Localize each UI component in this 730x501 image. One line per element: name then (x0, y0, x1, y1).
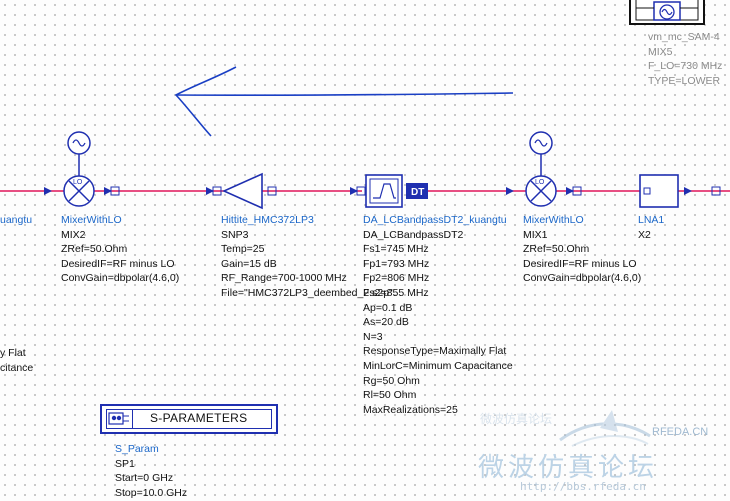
snp3-line-4: File="HMC372LP3_deembed_2.s2p" (221, 286, 393, 299)
da-filter-line-1: Fs1=745 MHz (363, 243, 429, 256)
watermark-logo-icon (559, 410, 651, 447)
mix1-line-3: ConvGain=dbpolar(4.6,0) (523, 272, 642, 285)
mix2-line-1: ZRef=50.Ohm (61, 243, 128, 256)
da-filter-line-3: Fp2=806 MHz (363, 272, 430, 285)
lna1-symbol[interactable] (639, 174, 721, 208)
mix1-labels[interactable]: MixerWithLO MIX1 ZRef=50.Ohm DesiredIF=R… (523, 213, 641, 286)
left-component-name: uangtu (0, 213, 32, 228)
watermark-faint-text: 微波仿真论坛 (480, 412, 553, 426)
mix5-symbol[interactable] (629, 0, 705, 25)
lna1-labels[interactable]: LNA1 X2 (638, 213, 664, 242)
left-name-fragment: uangtu (0, 214, 33, 226)
da-filter-name: DA_LCBandpassDT2_kuangtu (363, 214, 507, 226)
mix2-name: MixerWithLO (61, 214, 122, 226)
snp3-name: Hittite_HMC372LP3 (221, 214, 314, 226)
mix2-line-2: DesiredIF=RF minus LO (61, 257, 175, 270)
sparam-labels[interactable]: S_Param SP1 Start=0 GHz Stop=10.0 GHz (115, 442, 187, 500)
mix2-symbol[interactable]: LO (44, 131, 120, 207)
watermark-url: http://bbs.rfeda.cn (520, 480, 646, 493)
mix1-line-2: DesiredIF=RF minus LO (523, 257, 637, 270)
sparam-name: S_Param (115, 443, 159, 455)
s-parameters-block[interactable]: S-PARAMETERS (100, 404, 278, 434)
lna1-line-0: X2 (638, 228, 651, 241)
left-component-params: y Flat citance (0, 346, 33, 375)
da-filter-line-6: As=20 dB (363, 316, 409, 329)
left-param-0: y Flat (0, 347, 26, 359)
da-filter-line-0: DA_LCBandpassDT2 (363, 228, 464, 241)
left-param-1: citance (0, 361, 34, 374)
mix2-line-3: ConvGain=dbpolar(4.6,0) (61, 272, 180, 285)
watermark-brand: RFEDA.CN (652, 426, 709, 438)
watermark-title: 微波仿真论坛 (478, 453, 659, 483)
snp3-labels[interactable]: Hittite_HMC372LP3 SNP3 Temp=25 Gain=15 d… (221, 213, 393, 301)
sparam-line-0: SP1 (115, 457, 135, 470)
da-filter-line-8: ResponseType=Maximally Flat (363, 345, 507, 358)
da-filter-line-12: MaxRealizations=25 (363, 403, 458, 416)
filter-dt-label: DT (411, 187, 424, 198)
snp3-line-2: Gain=15 dB (221, 257, 277, 270)
mix1-name: MixerWithLO (523, 214, 584, 226)
sparam-line-1: Start=0 GHz (115, 472, 174, 485)
mix2-lo-label: LO (73, 179, 83, 186)
snp3-line-0: SNP3 (221, 228, 249, 241)
mix5-labels: vm_mc_SAM-4 MIX5 F_LO=730 MHz TYPE=LOWER (648, 30, 722, 88)
s-parameters-title: S-PARAMETERS (150, 411, 248, 425)
da-filter-line-4: Fs2=855 MHz (363, 286, 429, 299)
snp3-line-3: RF_Range=700-1000 MHz (221, 272, 347, 285)
annotation-arrow (174, 66, 514, 137)
da-filter-line-10: Rg=50 Ohm (363, 374, 420, 387)
da-filter-line-11: Rl=50 Ohm (363, 389, 417, 402)
sparam-line-2: Stop=10.0 GHz (115, 486, 188, 499)
da-filter-line-2: Fp1=793 MHz (363, 257, 430, 270)
da-filter-labels[interactable]: DA_LCBandpassDT2_kuangtu DA_LCBandpassDT… (363, 213, 513, 417)
mix2-labels[interactable]: MixerWithLO MIX2 ZRef=50.Ohm DesiredIF=R… (61, 213, 179, 286)
mix1-line-0: MIX1 (523, 228, 548, 241)
da-filter-line-9: MinLorC=Minimum Capacitance (363, 359, 513, 372)
da-filter-line-5: Ap=0.1 dB (363, 301, 413, 314)
snp3-line-1: Temp=25 (221, 243, 265, 256)
mix2-line-0: MIX2 (61, 228, 86, 241)
mix1-symbol[interactable]: LO (506, 131, 582, 207)
mix1-lo-label: LO (535, 179, 545, 186)
mix5-line-1: MIX5 (648, 45, 673, 58)
bandpass-filter-symbol[interactable]: DT (350, 174, 428, 208)
mix5-line-0: vm_mc_SAM-4 (648, 31, 720, 43)
snp3-amplifier-symbol[interactable] (206, 172, 277, 210)
s-parameters-icon (106, 409, 133, 429)
mix1-line-1: ZRef=50.Ohm (523, 243, 590, 256)
mix5-line-2: F_LO=730 MHz (648, 60, 723, 73)
mix5-line-3: TYPE=LOWER (648, 74, 721, 87)
da-filter-line-7: N=3 (363, 330, 383, 343)
lna1-name: LNA1 (638, 214, 665, 226)
